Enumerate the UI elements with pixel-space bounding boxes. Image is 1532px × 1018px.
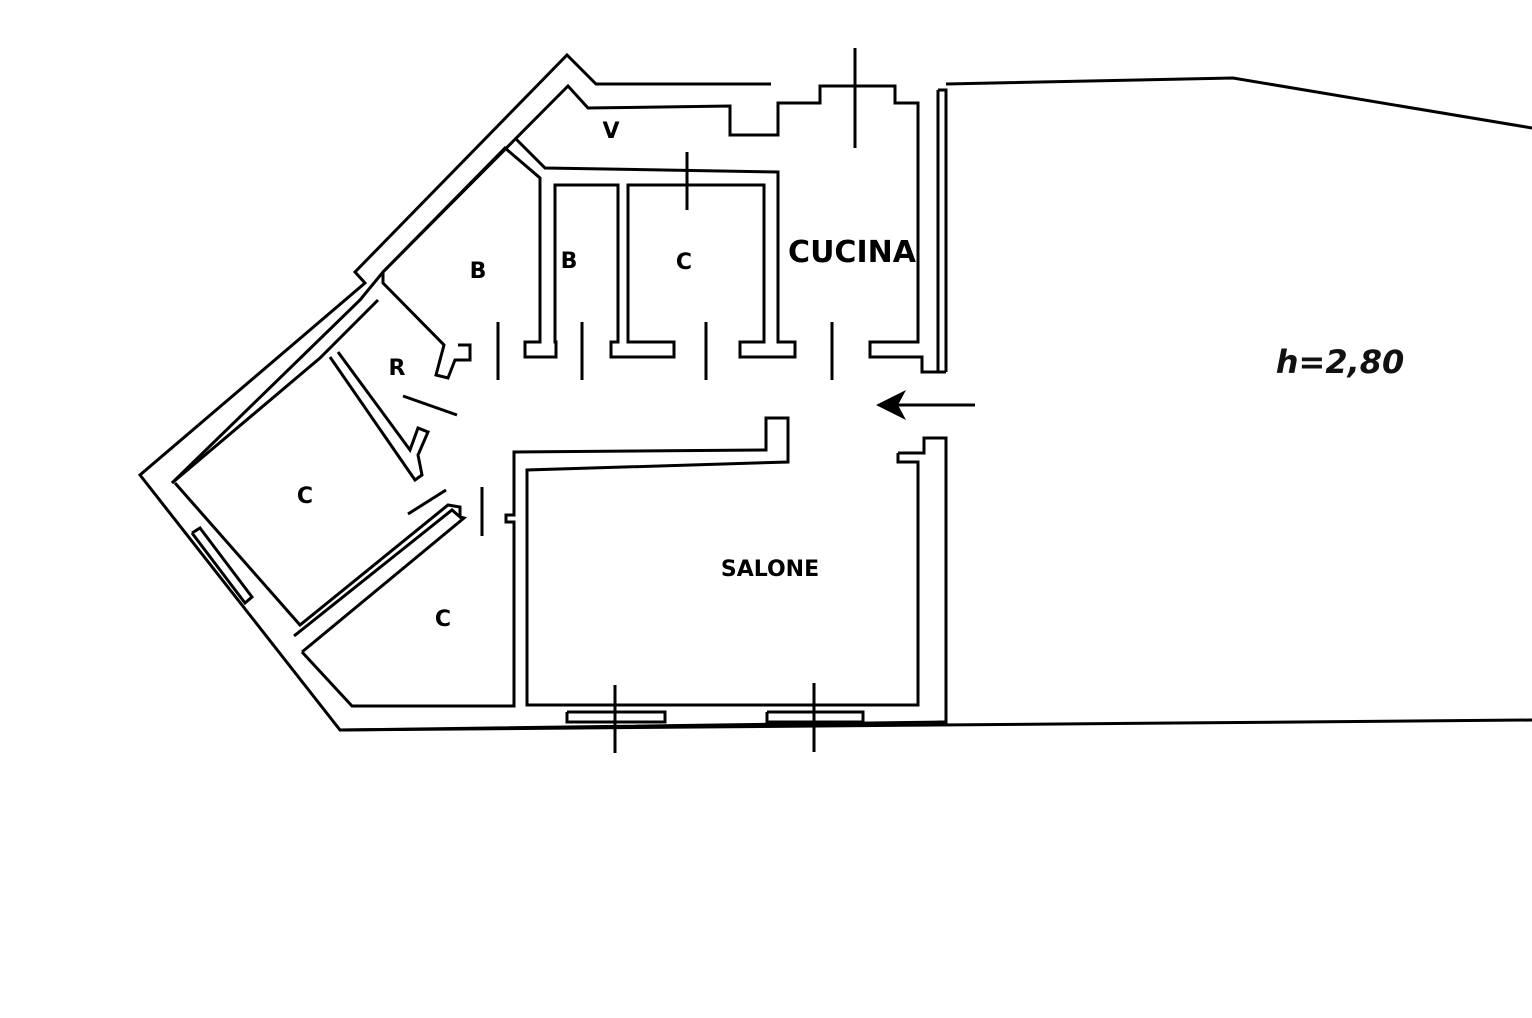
room-label-c1: C (676, 250, 692, 275)
room-label-salone: SALONE (721, 557, 819, 582)
east-wall-lower (898, 436, 948, 724)
room-label-c3: C (435, 607, 451, 632)
window (565, 710, 667, 724)
partition (173, 482, 462, 638)
room-label-c2: C (297, 484, 313, 509)
room-label-v: V (602, 119, 619, 144)
room-label-b1: B (470, 259, 487, 284)
partition (171, 298, 380, 485)
partition (381, 272, 472, 380)
arrow-left-icon (876, 390, 975, 420)
terrace-outline (945, 76, 1532, 130)
right-wall-lower (300, 416, 920, 708)
outer-wall-inner (170, 83, 946, 485)
partition (301, 515, 468, 654)
window (765, 710, 865, 724)
partition (328, 351, 430, 483)
room-label-cucina: CUCINA (788, 235, 917, 270)
door (407, 488, 447, 516)
room-label-b2: B (561, 249, 578, 274)
outer-wall (137, 52, 947, 732)
partition (381, 136, 797, 359)
right-wall (938, 88, 948, 372)
door (402, 394, 458, 417)
room-label-r: R (389, 356, 406, 381)
window (190, 525, 255, 606)
ceiling-height-note: h=2,80 (1276, 343, 1405, 381)
